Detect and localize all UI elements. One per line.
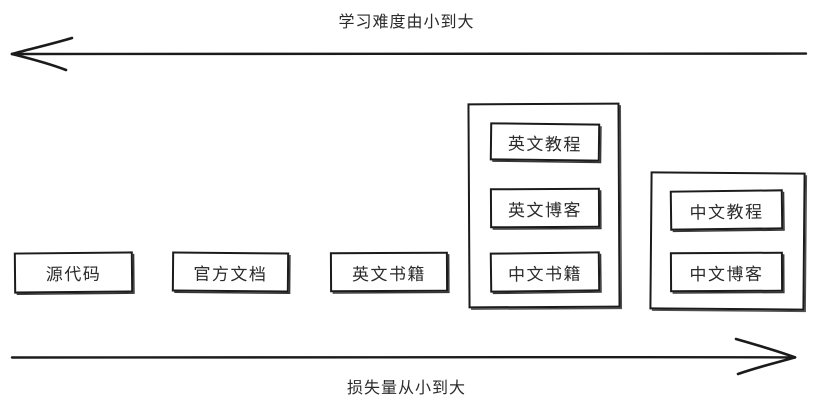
node-label: 官方文档 [193,264,268,285]
node-label: 英文教程 [507,134,583,155]
node-chinese-tutorial[interactable]: 中文教程 [669,189,784,231]
node-english-books[interactable]: 英文书籍 [329,251,449,293]
node-english-tutorial[interactable]: 英文教程 [489,122,601,162]
node-chinese-blog[interactable]: 中文博客 [669,251,784,293]
node-label: 中文教程 [689,202,764,223]
top-axis-label: 学习难度由小到大 [338,12,475,31]
bottom-arrow-icon [10,337,797,376]
node-english-blog[interactable]: 英文博客 [489,187,601,229]
bottom-axis-label: 损失量从小到大 [346,378,466,397]
node-chinese-books[interactable]: 中文书籍 [489,251,601,293]
node-label: 源代码 [45,264,102,286]
node-source-code[interactable]: 源代码 [13,251,134,294]
node-label: 中文博客 [689,264,764,285]
top-arrow-icon [10,36,808,72]
node-label: 英文书籍 [351,264,427,285]
node-label: 中文书籍 [507,264,583,285]
node-official-docs[interactable]: 官方文档 [171,251,290,293]
node-label: 英文博客 [507,200,583,221]
